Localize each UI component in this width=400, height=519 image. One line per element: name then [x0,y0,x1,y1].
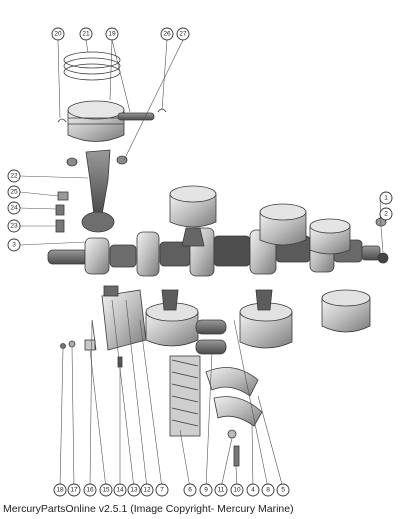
lower-piston-3 [321,289,371,333]
callout-11: 11 [214,483,228,497]
lower-piston-2 [239,289,293,349]
callout-17-label: 17 [70,487,78,494]
callout-8: 8 [261,483,275,497]
upper-piston-2 [259,203,307,246]
copyright-caption: MercuryPartsOnline v2.5.1 (Image Copyrig… [3,503,294,515]
upper-piston-1 [169,185,217,247]
top-piston [67,100,125,142]
callout-25-label: 25 [10,189,18,196]
callout-26-label: 26 [163,31,171,38]
callout-13: 13 [127,483,141,497]
rod-cap-assembly [101,285,147,351]
crankshaft-end-washers [375,217,389,264]
callout-22: 22 [7,169,21,183]
callout-2-label: 2 [384,211,388,218]
callout-23: 23 [7,219,21,233]
callout-14-label: 14 [116,487,124,494]
callout-19-label: 19 [108,31,116,38]
callout-10: 10 [230,483,244,497]
callout-10-label: 10 [233,487,241,494]
callout-24: 24 [7,201,21,215]
callout-1-label: 1 [384,195,388,202]
leader-lines [19,39,384,489]
callout-7-label: 7 [160,487,164,494]
callout-20-label: 20 [54,31,62,38]
callout-18-label: 18 [56,487,64,494]
callout-5-label: 5 [281,487,285,494]
exploded-parts-diagram: 20 21 19 26 27 22 25 24 23 3 1 2 [7,27,393,497]
connecting-rod-top [81,149,115,233]
callout-3-label: 3 [12,242,16,249]
lower-piston-1 [145,289,199,347]
callout-12: 12 [140,483,154,497]
callout-26: 26 [160,27,174,41]
needle-bearings [169,355,201,437]
callout-7: 7 [155,483,169,497]
callout-21: 21 [79,27,93,41]
callout-25: 25 [7,185,21,199]
piston-pin-lower [195,319,227,355]
callout-20: 20 [51,27,65,41]
upper-piston-3 [309,218,351,255]
callout-3: 3 [7,238,21,252]
callout-21-label: 21 [82,31,90,38]
callout-9: 9 [199,483,213,497]
callout-19: 19 [105,27,119,41]
callout-15-label: 15 [102,487,110,494]
callout-17: 17 [67,483,81,497]
callout-12-label: 12 [143,487,151,494]
callout-23-label: 23 [10,223,18,230]
callout-16-label: 16 [86,487,94,494]
callout-24-label: 24 [10,205,18,212]
callout-15: 15 [99,483,113,497]
needle-bearing-washers [66,155,128,167]
callout-18: 18 [53,483,67,497]
callout-14: 14 [113,483,127,497]
callout-16: 16 [83,483,97,497]
callout-11-label: 11 [218,487,225,494]
callout-27: 27 [176,27,190,41]
small-hardware-left [60,319,123,368]
piston-pin [117,112,155,121]
callout-27-label: 27 [179,31,187,38]
callout-5: 5 [276,483,290,497]
callout-8-label: 8 [266,487,270,494]
callout-6-label: 6 [188,487,192,494]
crankshaft [47,227,381,277]
callout-4-label: 4 [251,487,255,494]
callout-22-label: 22 [10,173,18,180]
callout-9-label: 9 [204,487,208,494]
callout-13-label: 13 [130,487,138,494]
callout-1: 1 [379,191,393,205]
callout-4: 4 [246,483,260,497]
callout-2: 2 [379,207,393,221]
rod-bolts-left [55,191,69,233]
callout-6: 6 [183,483,197,497]
